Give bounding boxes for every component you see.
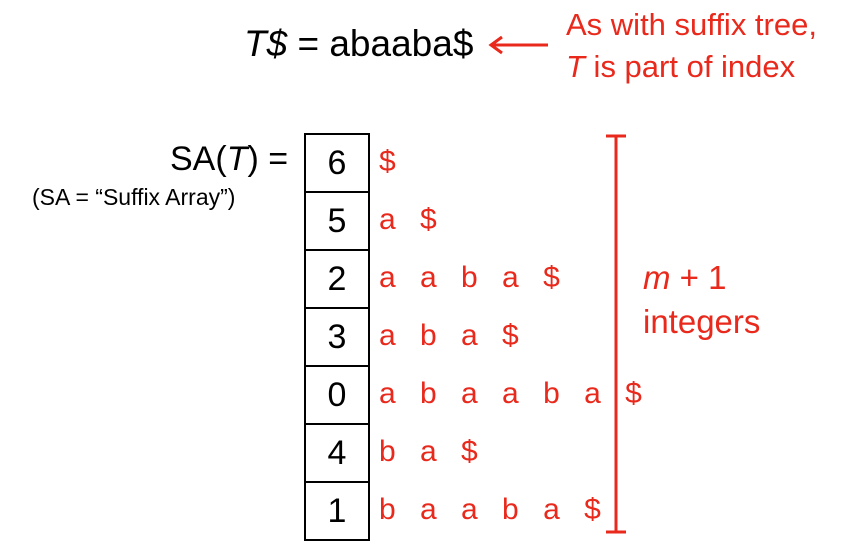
suffix-text: a $ [379,203,445,236]
sa-suffix: ) = [247,140,289,178]
sa-cell: 4 [306,425,368,483]
suffix-text: a b a a b a $ [379,377,650,410]
suffix-text: a a b a $ [379,261,568,294]
bracket-label: m + 1 integers [643,256,760,344]
note-variable: T [566,49,585,84]
note-line-2: T is part of index [566,46,817,88]
suffix-array-table: 6 5 2 3 0 4 1 [304,133,370,541]
sa-cell: 2 [306,251,368,309]
left-arrow-icon [488,35,548,55]
text-variable: T$ [244,23,288,64]
sa-variable: T [226,140,248,178]
sa-explanation: (SA = “Suffix Array”) [32,184,236,210]
bracket-plus: + 1 [670,259,727,296]
sa-cell: 1 [306,483,368,541]
sa-prefix: SA( [170,140,227,178]
suffix-text: b a a b a $ [379,493,609,526]
sa-label: SA(T) = [170,138,288,180]
suffix-list: $ a $ a a b a $ a b a $ a b a a b a $ b … [379,133,650,539]
suffix-text: a b a $ [379,319,527,352]
sa-cell: 0 [306,367,368,425]
suffix-text: $ [379,145,404,178]
bracket-label-line-2: integers [643,303,761,340]
text-string: abaaba$ [329,23,474,64]
suffix-text: b a $ [379,435,486,468]
bracket-label-line-1: m + 1 [643,256,760,300]
bracket-variable: m [643,259,671,296]
text-equation: T$ = abaaba$ [244,22,473,66]
sa-cell: 5 [306,193,368,251]
sa-cell: 6 [306,135,368,193]
annotation-note: As with suffix tree, T is part of index [566,4,817,88]
note-text: is part of index [584,49,796,84]
note-line-1: As with suffix tree, [566,7,817,42]
sa-cell: 3 [306,309,368,367]
right-bracket-icon [606,134,626,534]
equals-sign: = [287,23,330,64]
